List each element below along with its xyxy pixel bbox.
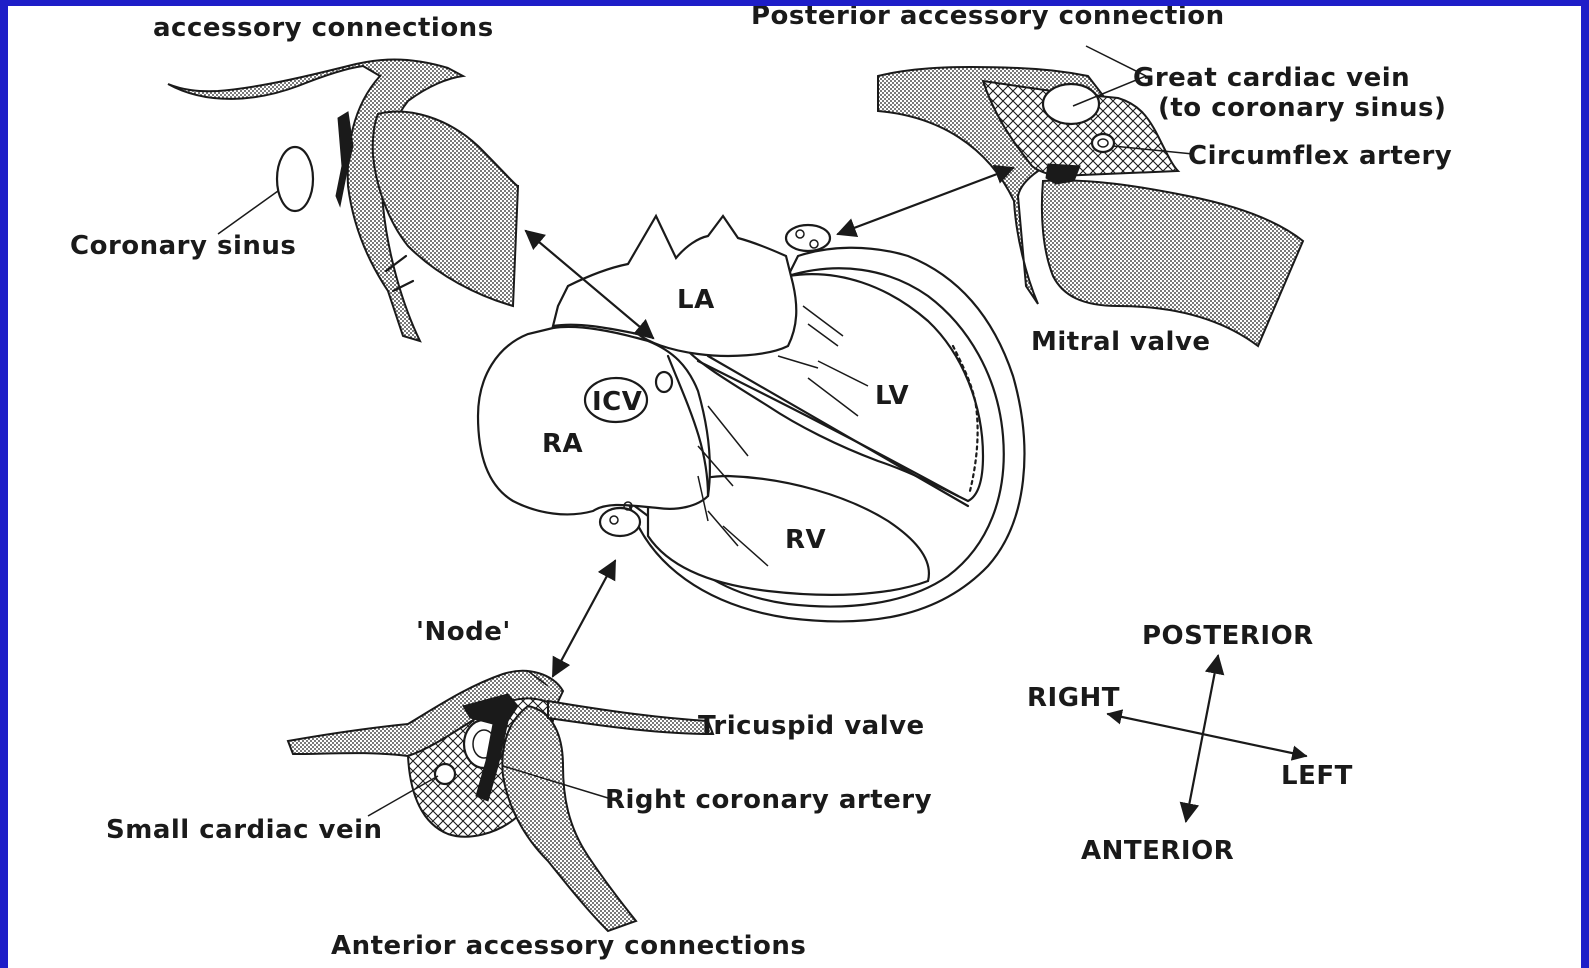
- label-rv: RV: [785, 525, 826, 555]
- label-mitral-valve: Mitral valve: [1031, 327, 1211, 357]
- arrow-heart-to-bottom: [553, 561, 615, 676]
- right-atrium: [478, 327, 710, 515]
- leader-coronary-sinus: [218, 191, 278, 234]
- tricuspid-annulus: [600, 508, 640, 536]
- label-anterior-title: Anterior accessory connections: [331, 931, 806, 961]
- label-compass-right: RIGHT: [1027, 683, 1120, 713]
- compass-right-left-axis: [1108, 714, 1306, 756]
- circumflex-artery-ellipse: [1092, 134, 1114, 152]
- label-compass-anterior: ANTERIOR: [1081, 836, 1234, 866]
- label-great-cardiac-vein-sub: (to coronary sinus): [1158, 93, 1446, 123]
- ventricle-wall-bottom: [502, 706, 636, 931]
- label-tricuspid-valve: Tricuspid valve: [698, 711, 925, 741]
- label-node: 'Node': [416, 617, 511, 647]
- label-right-coronary-artery: Right coronary artery: [605, 785, 932, 815]
- label-small-cardiac-vein: Small cardiac vein: [106, 815, 383, 845]
- label-ra: RA: [542, 429, 583, 459]
- label-la: LA: [677, 285, 715, 315]
- top-left-inset: [168, 60, 518, 342]
- great-cardiac-vein-ellipse: [1043, 84, 1099, 124]
- compass-posterior-anterior-axis: [1186, 656, 1218, 821]
- small-cardiac-vein-ellipse: [435, 764, 455, 784]
- orientation-compass: [1108, 656, 1306, 821]
- ventricle-wall-top-right: [1042, 180, 1303, 346]
- arrow-heart-to-top-right: [838, 168, 1013, 234]
- heart-accessory-connections-diagram: accessory connections Posterior accessor…: [8, 6, 1581, 968]
- label-compass-left: LEFT: [1281, 761, 1353, 791]
- label-top-right-title: Posterior accessory connection: [751, 6, 1225, 31]
- label-great-cardiac-vein: Great cardiac vein: [1133, 63, 1410, 93]
- label-lv: LV: [875, 381, 909, 411]
- label-circumflex-artery: Circumflex artery: [1188, 141, 1452, 171]
- central-heart: [478, 216, 1024, 621]
- label-icv: ICV: [592, 387, 642, 417]
- mitral-annulus: [786, 225, 830, 251]
- slide-canvas: accessory connections Posterior accessor…: [8, 6, 1581, 968]
- septal-node-ellipse: [656, 372, 672, 392]
- tricuspid-leaflet-bottom: [548, 701, 713, 734]
- coronary-sinus-ellipse: [277, 147, 313, 211]
- label-compass-posterior: POSTERIOR: [1142, 621, 1314, 651]
- label-coronary-sinus: Coronary sinus: [70, 231, 296, 261]
- label-top-left-title: accessory connections: [153, 13, 494, 43]
